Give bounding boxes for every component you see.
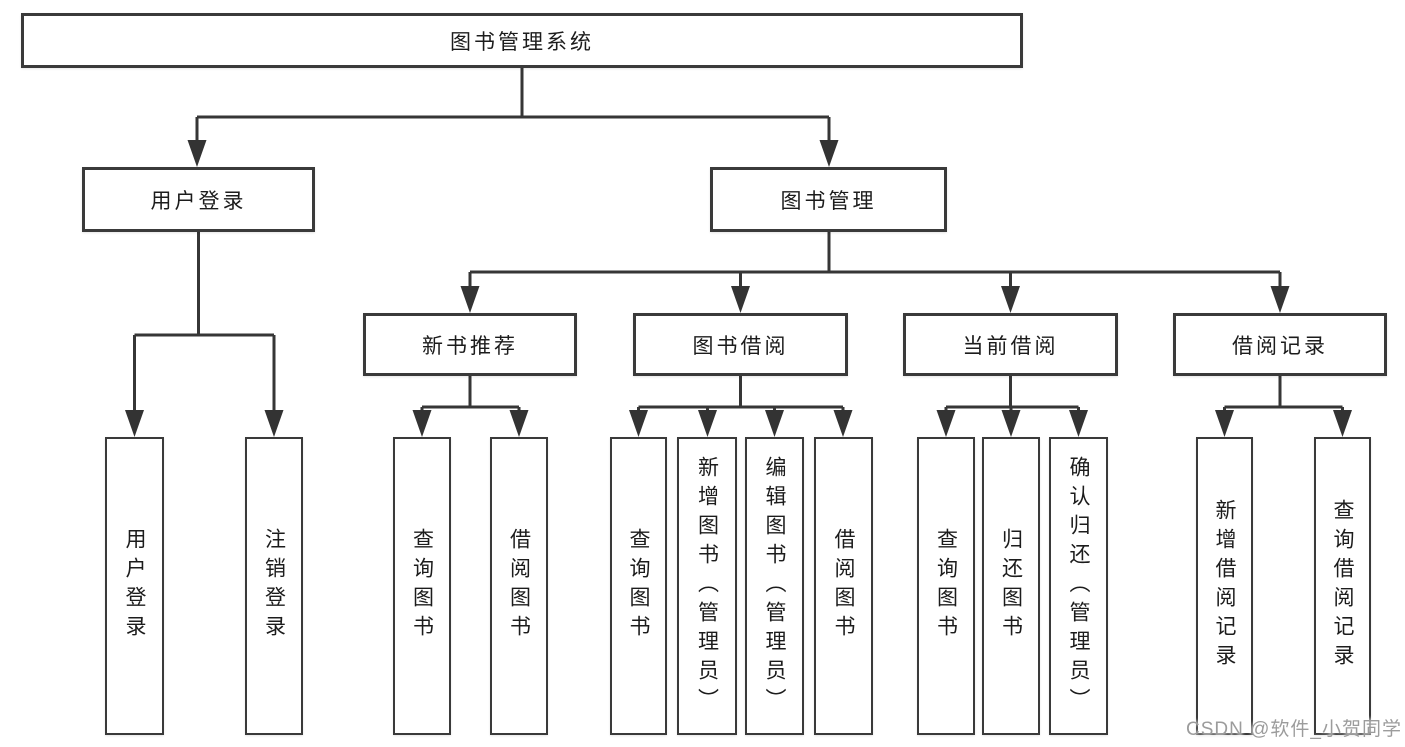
arrowhead-down-icon bbox=[1069, 410, 1088, 437]
leaf-label: 查询图书 bbox=[627, 528, 650, 644]
arrowhead-down-icon bbox=[629, 410, 648, 437]
csdn-watermark: CSDN @软件_小贺同学 bbox=[1186, 719, 1402, 740]
leaf-label: 归还图书 bbox=[999, 528, 1023, 644]
node-library-management-system: 图书管理系统 bbox=[21, 13, 1023, 68]
node-label: 新书推荐 bbox=[422, 334, 518, 358]
node-current-borrowing: 当前借阅 bbox=[903, 313, 1118, 376]
node-borrowing-records: 借阅记录 bbox=[1173, 313, 1387, 376]
leaf-nb-query-books: 查询图书 bbox=[393, 437, 451, 735]
arrowhead-down-icon bbox=[765, 410, 784, 437]
leaf-label: 确认归还（管理员） bbox=[1067, 455, 1090, 717]
leaf-bb-query-books: 查询图书 bbox=[610, 437, 667, 735]
node-label: 图书借阅 bbox=[692, 334, 789, 358]
node-label: 图书管理系统 bbox=[450, 30, 594, 54]
arrowhead-down-icon bbox=[187, 140, 207, 167]
arrowhead-down-icon bbox=[1001, 410, 1021, 437]
leaf-label: 查询图书 bbox=[934, 528, 958, 644]
leaf-label: 借阅图书 bbox=[507, 528, 531, 644]
arrowhead-down-icon bbox=[698, 410, 717, 437]
arrowhead-down-icon bbox=[1215, 410, 1234, 437]
leaf-br-query-record: 查询借阅记录 bbox=[1314, 437, 1371, 735]
node-label: 借阅记录 bbox=[1232, 334, 1328, 358]
leaf-bb-edit-books-admin: 编辑图书（管理员） bbox=[745, 437, 804, 735]
arrowhead-down-icon bbox=[1270, 286, 1290, 313]
arrowhead-down-icon bbox=[1333, 410, 1352, 437]
leaf-label: 新增图书（管理员） bbox=[695, 455, 719, 717]
leaf-nb-borrow-books: 借阅图书 bbox=[490, 437, 548, 735]
leaf-br-add-record: 新增借阅记录 bbox=[1196, 437, 1253, 735]
arrowhead-down-icon bbox=[833, 410, 853, 437]
arrowhead-down-icon bbox=[819, 140, 839, 167]
leaf-label: 借阅图书 bbox=[832, 528, 855, 644]
leaf-label: 注销登录 bbox=[262, 528, 286, 644]
node-book-borrowing: 图书借阅 bbox=[633, 313, 848, 376]
arrowhead-down-icon bbox=[460, 286, 480, 313]
node-label: 图书管理 bbox=[780, 189, 877, 213]
leaf-bb-add-books-admin: 新增图书（管理员） bbox=[677, 437, 737, 735]
arrowhead-down-icon bbox=[731, 286, 750, 313]
leaf-logout: 注销登录 bbox=[245, 437, 303, 735]
leaf-label: 查询图书 bbox=[410, 528, 434, 644]
leaf-label: 查询借阅记录 bbox=[1331, 499, 1354, 673]
arrowhead-down-icon bbox=[936, 410, 956, 437]
node-user-login: 用户登录 bbox=[82, 167, 315, 232]
leaf-label: 新增借阅记录 bbox=[1213, 499, 1236, 673]
leaf-label: 编辑图书（管理员） bbox=[763, 455, 786, 717]
leaf-cb-return-books: 归还图书 bbox=[982, 437, 1040, 735]
arrowhead-down-icon bbox=[509, 410, 529, 437]
arrowheads bbox=[125, 140, 1352, 437]
arrowhead-down-icon bbox=[125, 410, 144, 437]
node-new-book-recommendation: 新书推荐 bbox=[363, 313, 577, 376]
node-label: 用户登录 bbox=[150, 189, 247, 213]
node-label: 当前借阅 bbox=[962, 334, 1059, 358]
arrowhead-down-icon bbox=[412, 410, 432, 437]
arrowhead-down-icon bbox=[1001, 286, 1020, 313]
node-book-management: 图书管理 bbox=[710, 167, 947, 232]
leaf-cb-confirm-return-admin: 确认归还（管理员） bbox=[1049, 437, 1108, 735]
leaf-cb-query-books: 查询图书 bbox=[917, 437, 975, 735]
leaf-label: 用户登录 bbox=[123, 528, 146, 644]
leaf-bb-borrow-books: 借阅图书 bbox=[814, 437, 873, 735]
arrowhead-down-icon bbox=[264, 410, 284, 437]
leaf-user-login: 用户登录 bbox=[105, 437, 164, 735]
